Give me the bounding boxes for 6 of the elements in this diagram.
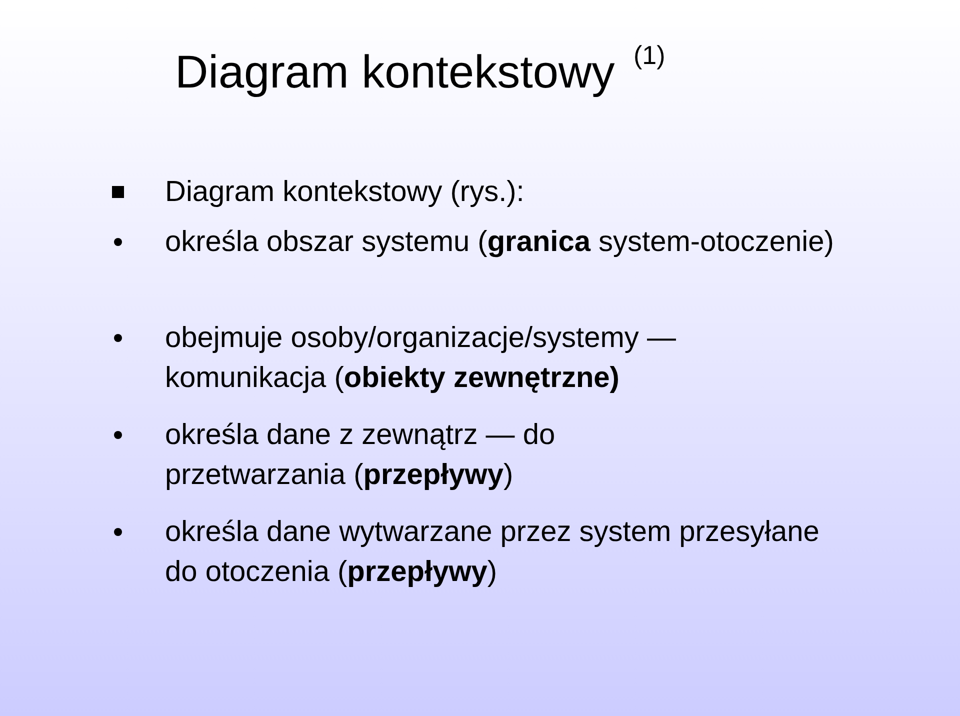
bullet-text: obejmuje osoby/organizacje/systemy — komunikacja (obiekty zewnętrzne) xyxy=(165,321,677,396)
bullet-text: określa dane wytwarzane przez system przesyłane do otoczenia (przepływy) xyxy=(165,515,820,590)
slide-title: Diagram kontekstowy $^{(1)}$ xyxy=(175,40,666,98)
bullet-heading: Diagram kontekstowy (rys.): xyxy=(165,175,526,210)
bullet-text: określa obszar systemu (granica system-otoczenie) xyxy=(165,225,835,260)
bullet-text: określa dane z zewnątrz — do przetwarzania (przepływy) xyxy=(165,418,556,493)
